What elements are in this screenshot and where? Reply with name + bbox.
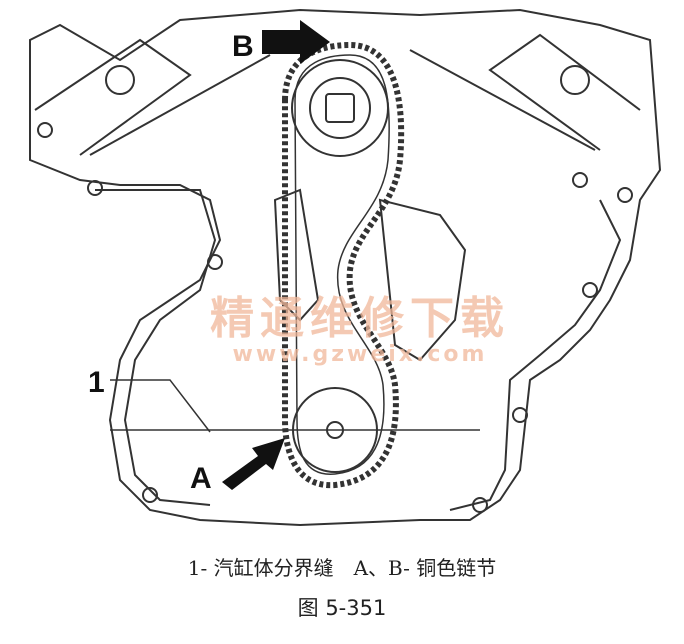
chain-tensioner — [378, 198, 467, 362]
gasket-left — [95, 189, 217, 506]
cam-sprocket — [291, 59, 389, 157]
arrow-a — [222, 438, 285, 490]
left-head — [34, 38, 192, 156]
timing-chain — [282, 41, 405, 489]
figure-number: 图 5-351 — [297, 596, 387, 620]
arrow-b — [262, 20, 330, 64]
crank-sprocket — [292, 387, 378, 473]
right-head — [488, 33, 641, 151]
label-a: A — [190, 462, 212, 495]
block-outline — [29, 8, 662, 527]
label-1: 1 — [88, 366, 105, 399]
figure-caption: 1- 汽缸体分界缝 A、B- 铜色链节 — [187, 556, 497, 580]
timing-chain-diagram: 1 A B — [29, 8, 662, 527]
leader-line-1 — [110, 379, 211, 433]
gasket-right — [449, 199, 622, 511]
label-b: B — [232, 30, 254, 63]
chain-guide-left — [273, 188, 320, 322]
